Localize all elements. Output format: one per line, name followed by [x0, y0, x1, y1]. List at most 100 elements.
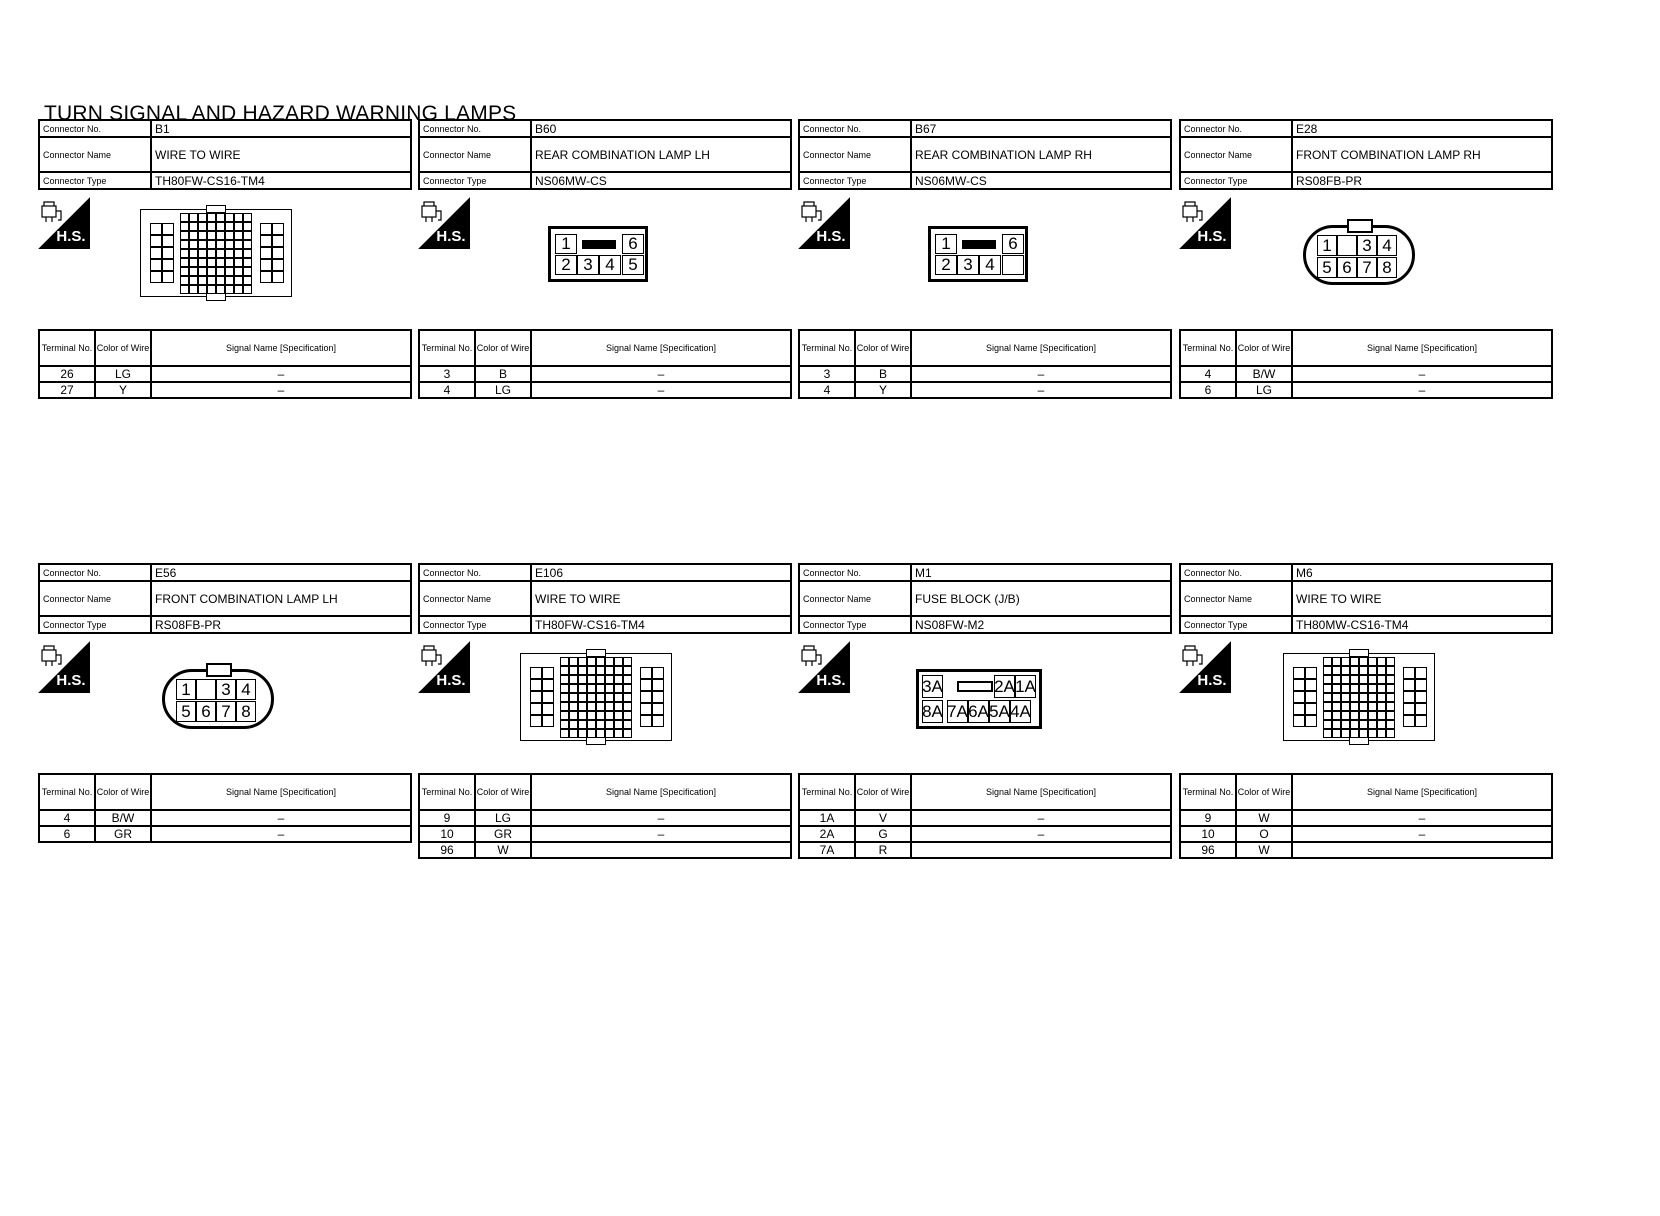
pin-cell	[1350, 675, 1359, 684]
signal-row: 2A G –	[798, 825, 1172, 843]
pin-cell	[216, 231, 225, 240]
connector-no-label: Connector No.	[38, 119, 152, 138]
pin-cell	[605, 693, 614, 702]
pin-cell	[605, 657, 614, 666]
terminal-cell: 3	[418, 365, 476, 383]
pin-cell	[1403, 679, 1415, 691]
terminal-cell: 96	[418, 841, 476, 859]
pin-cell	[1323, 675, 1332, 684]
pin-cell	[1377, 684, 1386, 693]
pin-cell	[578, 729, 587, 738]
pin-cell	[577, 255, 599, 275]
pin-cell	[1359, 711, 1368, 720]
pin-cell	[225, 213, 234, 222]
pin-cell	[587, 693, 596, 702]
pin-cell	[1359, 720, 1368, 729]
pin-cell	[640, 715, 652, 727]
pin-cell	[1359, 702, 1368, 711]
pin-cell	[1332, 720, 1341, 729]
pin-cell	[1368, 675, 1377, 684]
signal-cell: –	[150, 809, 412, 827]
wire-color-cell: GR	[94, 825, 152, 843]
pin-cell	[640, 667, 652, 679]
pin-cell	[189, 258, 198, 267]
pin-cell	[1403, 703, 1415, 715]
pin-cell	[614, 711, 623, 720]
signal-row: 1A V –	[798, 809, 1172, 827]
pin-cell	[1403, 667, 1415, 679]
pin-cell	[1341, 657, 1350, 666]
pin-cell	[614, 720, 623, 729]
pin-cell	[234, 267, 243, 276]
pin-number: 5	[628, 255, 638, 274]
wire-color-cell: B/W	[94, 809, 152, 827]
col-terminal-header: Terminal No.	[38, 773, 96, 811]
pin-cell	[260, 259, 272, 271]
pin-cell	[1386, 693, 1395, 702]
pin-cell	[1368, 711, 1377, 720]
pin-cell	[1002, 234, 1024, 254]
connector-key	[957, 681, 993, 692]
pin-cell	[614, 693, 623, 702]
pin-cell	[1323, 657, 1332, 666]
pin-cell	[605, 666, 614, 675]
wire-color-cell: GR	[474, 825, 532, 843]
signal-cell: –	[530, 381, 792, 399]
pin-cell	[207, 276, 216, 285]
connector-name-value: WIRE TO WIRE	[530, 580, 792, 617]
col-signal-header: Signal Name [Specification]	[1291, 773, 1553, 811]
pin-cell	[1323, 702, 1332, 711]
pin-cell	[1293, 715, 1305, 727]
signal-cell: –	[150, 365, 412, 383]
signal-cell	[530, 841, 792, 859]
connector-no-label: Connector No.	[418, 119, 532, 138]
connector-type-value: NS06MW-CS	[530, 171, 792, 190]
connector-type-label: Connector Type	[1179, 615, 1293, 634]
pin-cell	[234, 285, 243, 294]
pin-cell	[1350, 711, 1359, 720]
pin-cell	[234, 258, 243, 267]
connector-name-value: FRONT COMBINATION LAMP RH	[1291, 136, 1553, 173]
pin-cell	[560, 720, 569, 729]
pin-cell	[596, 666, 605, 675]
pin-cell	[189, 222, 198, 231]
signal-cell: –	[530, 365, 792, 383]
signal-table: Terminal No. Color of Wire Signal Name […	[1179, 329, 1553, 399]
pin-number: 6	[628, 234, 638, 253]
pin-cell	[1350, 666, 1359, 675]
signal-cell	[910, 841, 1172, 859]
pin-cell	[234, 276, 243, 285]
pin-cell	[1368, 693, 1377, 702]
pin-cell	[236, 679, 256, 700]
pin-cell	[1350, 720, 1359, 729]
pin-cell	[189, 249, 198, 258]
connector-no-label: Connector No.	[798, 119, 912, 138]
pin-cell	[640, 691, 652, 703]
wire-color-cell: O	[1235, 825, 1293, 843]
pin-cell	[260, 247, 272, 259]
pin-cell	[530, 703, 542, 715]
signal-cell: –	[1291, 365, 1553, 383]
pin-cell	[1341, 729, 1350, 738]
pin-cell	[640, 679, 652, 691]
pin-cell	[225, 285, 234, 294]
pin-cell	[243, 276, 252, 285]
connector-key	[582, 240, 616, 249]
pin-cell	[1341, 666, 1350, 675]
connector-face-diagram	[520, 649, 672, 745]
signal-row: 4 B/W –	[38, 809, 412, 827]
terminal-cell: 7A	[798, 841, 856, 859]
harness-side-icon: H.S.	[418, 641, 470, 693]
pin-cell	[1386, 711, 1395, 720]
pin-cell	[1415, 691, 1427, 703]
pin-cell	[272, 247, 284, 259]
pin-cell	[989, 700, 1010, 723]
pin-cell	[1323, 693, 1332, 702]
col-color-header: Color of Wire	[94, 773, 152, 811]
connector-type-label: Connector Type	[1179, 171, 1293, 190]
pin-cell	[180, 240, 189, 249]
pin-cell	[1002, 255, 1024, 275]
pin-cell	[243, 258, 252, 267]
pin-cell	[622, 234, 644, 254]
pin-cell	[1368, 684, 1377, 693]
